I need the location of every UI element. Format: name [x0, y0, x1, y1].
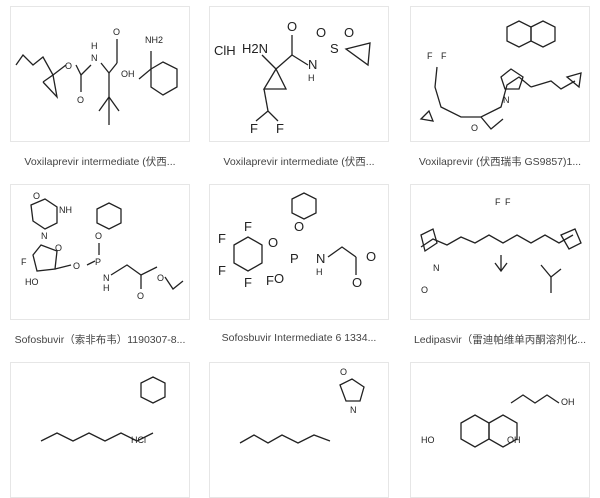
- chemical-structure-sofosbuvir: O NH N O FHO O P O NH O O: [21, 191, 184, 301]
- svg-text:O: O: [95, 231, 102, 241]
- svg-text:O: O: [366, 249, 376, 264]
- structure-image[interactable]: N O: [209, 362, 389, 498]
- svg-text:F: F: [218, 231, 226, 246]
- svg-text:ClH: ClH: [214, 43, 236, 58]
- svg-text:HO: HO: [25, 277, 39, 287]
- product-caption[interactable]: Voxilaprevir (伏西瑞韦 GS9857)1...: [418, 156, 582, 168]
- structure-image[interactable]: OH HO OH: [410, 362, 590, 498]
- svg-text:F: F: [250, 121, 258, 136]
- svg-text:F: F: [441, 51, 447, 61]
- svg-text:H: H: [91, 41, 98, 51]
- svg-text:O: O: [268, 235, 278, 250]
- chemical-structure-voxilaprevir-intermediate-1: O O HN O OH NH2: [15, 27, 178, 125]
- svg-text:O: O: [287, 19, 297, 34]
- chemical-structure: HCl: [40, 376, 166, 445]
- chemical-structure: OH HO OH: [421, 394, 575, 448]
- svg-text:OH: OH: [507, 435, 521, 445]
- svg-text:F: F: [276, 121, 284, 136]
- svg-text:O: O: [73, 261, 80, 271]
- svg-text:HCl: HCl: [131, 435, 146, 445]
- svg-text:O: O: [33, 191, 40, 201]
- chemical-structure: N O: [239, 367, 365, 444]
- product-card[interactable]: N O: [209, 362, 389, 498]
- product-card[interactable]: HCl: [10, 362, 190, 498]
- svg-text:O: O: [316, 25, 326, 40]
- svg-text:F: F: [218, 263, 226, 278]
- svg-text:P: P: [290, 251, 299, 266]
- svg-text:N: N: [41, 231, 48, 241]
- svg-text:O: O: [274, 271, 284, 286]
- product-caption[interactable]: Sofosbuvir Intermediate 6 1334...: [221, 332, 377, 344]
- svg-text:N: N: [103, 273, 110, 283]
- svg-text:O: O: [55, 243, 62, 253]
- svg-text:NH: NH: [59, 205, 72, 215]
- svg-text:H: H: [103, 283, 110, 293]
- svg-text:O: O: [113, 27, 120, 37]
- svg-text:N: N: [316, 251, 325, 266]
- svg-text:O: O: [340, 367, 347, 377]
- svg-text:O: O: [471, 123, 478, 133]
- product-caption[interactable]: Voxilaprevir intermediate (伏西...: [223, 156, 375, 168]
- structure-image[interactable]: HCl: [10, 362, 190, 498]
- svg-text:F: F: [244, 219, 252, 234]
- svg-text:OH: OH: [121, 69, 135, 79]
- svg-text:F: F: [495, 197, 501, 207]
- svg-text:H: H: [316, 267, 323, 277]
- svg-text:F: F: [244, 275, 252, 290]
- svg-text:O: O: [137, 291, 144, 301]
- svg-text:O: O: [77, 95, 84, 105]
- svg-text:O: O: [421, 285, 428, 295]
- product-caption[interactable]: Voxilaprevir intermediate (伏西...: [24, 156, 176, 168]
- svg-text:P: P: [95, 257, 101, 267]
- svg-text:O: O: [344, 25, 354, 40]
- svg-text:N: N: [433, 263, 440, 273]
- svg-text:F: F: [21, 257, 27, 267]
- svg-text:N: N: [91, 53, 98, 63]
- svg-text:NH2: NH2: [145, 35, 163, 45]
- svg-text:O: O: [157, 273, 164, 283]
- svg-text:F: F: [427, 51, 433, 61]
- svg-text:HO: HO: [421, 435, 435, 445]
- svg-text:O: O: [352, 275, 362, 290]
- svg-text:F: F: [266, 273, 274, 288]
- svg-text:H: H: [308, 73, 315, 83]
- svg-text:O: O: [65, 61, 72, 71]
- svg-text:OH: OH: [561, 397, 575, 407]
- svg-text:N: N: [503, 95, 510, 105]
- svg-text:O: O: [294, 219, 304, 234]
- product-caption[interactable]: Ledipasvir（雷迪帕维单丙酮溶剂化...: [413, 334, 587, 346]
- svg-text:N: N: [308, 57, 317, 72]
- product-card[interactable]: OH HO OH: [410, 362, 590, 498]
- svg-text:N: N: [350, 405, 357, 415]
- svg-text:F: F: [505, 197, 511, 207]
- product-caption[interactable]: Sofosbuvir（索非布韦）1190307-8...: [14, 334, 186, 346]
- svg-text:S: S: [330, 41, 339, 56]
- svg-text:H2N: H2N: [242, 41, 268, 56]
